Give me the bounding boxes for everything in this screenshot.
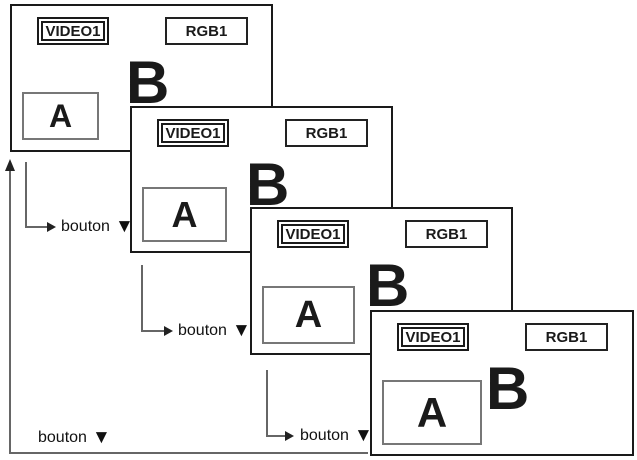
down-triangle-icon: ▼	[231, 320, 251, 341]
arrowhead-up-icon	[5, 159, 15, 171]
elbow-arrow-2-horizontal	[141, 330, 164, 332]
video1-selected-source-box: VIDEO1	[157, 119, 229, 147]
elbow-arrow-3-horizontal	[266, 435, 285, 437]
sub-picture-box: A	[142, 187, 227, 242]
main-picture-letter: B	[126, 49, 170, 116]
button-down-label-1: bouton ▼	[61, 216, 134, 237]
main-picture-letter: B	[366, 252, 410, 319]
sub-picture-box: A	[262, 286, 355, 344]
sub-picture-box: A	[382, 380, 482, 445]
main-picture-letter: B	[246, 151, 290, 218]
button-down-label-4: bouton ▼	[38, 427, 111, 448]
down-triangle-icon: ▼	[91, 427, 111, 448]
video1-label: VIDEO1	[41, 21, 105, 41]
arrowhead-right-icon	[285, 431, 294, 441]
button-down-label-text: bouton	[178, 322, 227, 339]
video1-label: VIDEO1	[161, 123, 225, 143]
down-triangle-icon: ▼	[114, 216, 134, 237]
button-down-label-3: bouton ▼	[300, 425, 373, 446]
button-down-label-2: bouton ▼	[178, 320, 251, 341]
rgb1-source-box: RGB1	[405, 220, 488, 248]
elbow-arrow-2-vertical	[141, 265, 143, 331]
rgb1-source-box: RGB1	[165, 17, 248, 45]
cycle-return-line-horizontal	[9, 452, 368, 454]
button-down-label-text: bouton	[61, 218, 110, 235]
elbow-arrow-1-vertical	[25, 162, 27, 228]
video1-selected-source-box: VIDEO1	[277, 220, 349, 248]
video1-selected-source-box: VIDEO1	[37, 17, 109, 45]
elbow-arrow-3-vertical	[266, 370, 268, 436]
screen-state-4: VIDEO1 RGB1 B A	[370, 310, 634, 456]
arrowhead-right-icon	[47, 222, 56, 232]
video1-selected-source-box: VIDEO1	[397, 323, 469, 351]
rgb1-source-box: RGB1	[525, 323, 608, 351]
button-down-label-text: bouton	[38, 429, 87, 446]
elbow-arrow-1-horizontal	[25, 226, 47, 228]
video1-label: VIDEO1	[281, 224, 345, 244]
rgb1-source-box: RGB1	[285, 119, 368, 147]
cycle-return-line-vertical	[9, 170, 11, 454]
main-picture-letter: B	[486, 355, 530, 422]
down-triangle-icon: ▼	[353, 425, 373, 446]
video1-label: VIDEO1	[401, 327, 465, 347]
sub-picture-box: A	[22, 92, 99, 140]
arrowhead-right-icon	[164, 326, 173, 336]
button-down-label-text: bouton	[300, 427, 349, 444]
